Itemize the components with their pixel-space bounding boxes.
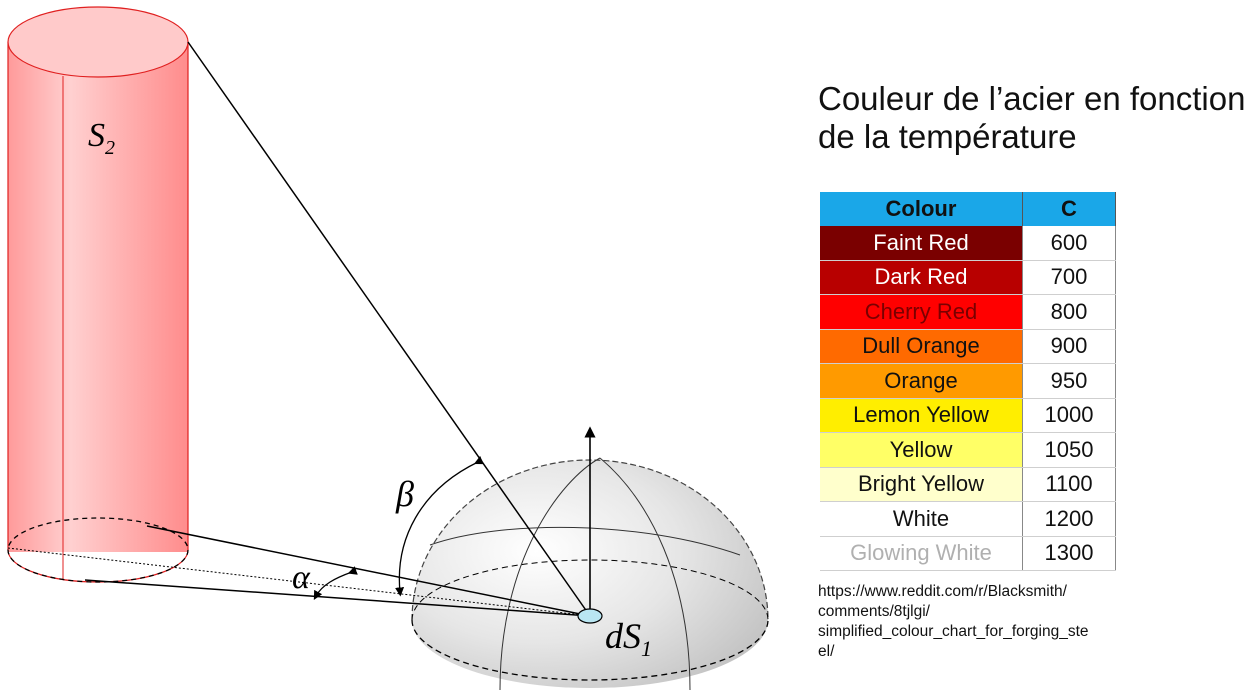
colour-name-cell: Yellow [820, 432, 1023, 468]
temperature-cell: 1000 [1022, 398, 1116, 433]
cylinder-s2 [7, 6, 189, 583]
label-s2: S2 [88, 117, 115, 159]
header-temperature: C [1022, 192, 1116, 226]
colour-name-cell: Orange [820, 363, 1023, 399]
source-line: simplified_colour_chart_for_forging_ste [818, 623, 1089, 640]
view-factor-diagram: S2 β α dS1 [7, 6, 769, 691]
label-beta: β [395, 474, 414, 514]
alpha-arc [313, 566, 358, 600]
source-line: https://www.reddit.com/r/Blacksmith/ [818, 583, 1067, 600]
table-header-row: Colour C [820, 192, 1116, 226]
colour-name-cell: Dull Orange [820, 329, 1023, 364]
temperature-cell: 700 [1022, 260, 1116, 295]
temperature-cell: 900 [1022, 329, 1116, 364]
label-alpha: α [292, 559, 311, 596]
source-line: el/ [818, 643, 835, 660]
label-ds1: dS1 [605, 616, 652, 661]
beta-arc [395, 455, 485, 597]
colour-name-cell: Bright Yellow [820, 467, 1023, 502]
temperature-cell: 950 [1022, 363, 1116, 399]
temperature-cell: 1100 [1022, 467, 1116, 502]
temperature-cell: 800 [1022, 294, 1116, 330]
colour-name-cell: Lemon Yellow [820, 398, 1023, 433]
colour-name-cell: Faint Red [820, 226, 1023, 261]
temperature-cell: 1200 [1022, 501, 1116, 537]
element-ds1 [577, 608, 603, 624]
page-title: Couleur de l’acier en fonction de la tem… [818, 80, 1246, 155]
colour-name-cell: Dark Red [820, 260, 1023, 295]
temperature-cell: 1050 [1022, 432, 1116, 468]
header-colour: Colour [820, 192, 1023, 226]
source-line: comments/8tjlgi/ [818, 603, 930, 620]
colour-name-cell: Cherry Red [820, 294, 1023, 330]
colour-name-cell: White [820, 501, 1023, 537]
temperature-cell: 600 [1022, 226, 1116, 261]
source-link[interactable]: https://www.reddit.com/r/Blacksmith/ com… [818, 582, 1178, 662]
colour-name-cell: Glowing White [820, 536, 1023, 571]
temperature-cell: 1300 [1022, 536, 1116, 571]
